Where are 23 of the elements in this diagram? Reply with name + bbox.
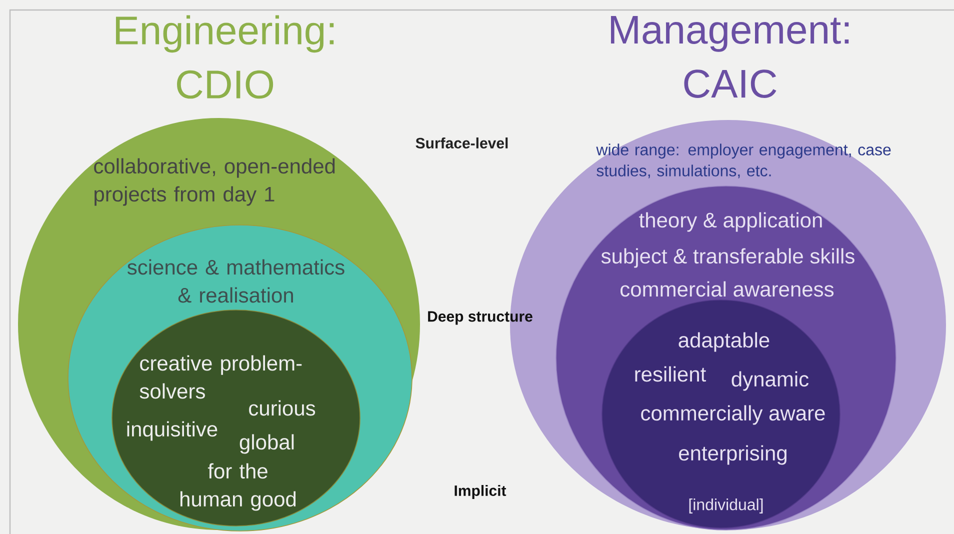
circle [112,310,360,526]
circle-text: commercially aware [641,405,825,425]
heading: Management: CAIC [610,16,849,98]
circle-text: global [240,434,294,454]
circle-text: curious [249,400,316,416]
circle-text: inquisitive [127,421,218,441]
circle-text: theory & application [639,212,822,232]
circle-text: adaptable [678,332,770,352]
level-label: Implicit [454,485,506,499]
circle-text: subject & transferable skills [601,248,854,268]
level-label: Deep structure [428,311,532,325]
heading: Engineering: CDIO [116,15,334,99]
circle-text: enterprising [679,445,786,465]
circle-text: for the human good [180,463,296,511]
circle-text: creative problem-solvers [140,355,302,399]
circle-text: collaborative, open-ended projects from day 1 [94,158,335,206]
circle-text: commercial awareness [620,281,834,297]
circle [602,300,840,528]
circle-text: dynamic [732,371,809,391]
circle-text: [individual] [689,498,763,514]
level-label: Surface-level [416,137,508,148]
circle-text: resilient [635,366,706,382]
circle-text: science & mathematics & realisation [127,259,344,303]
